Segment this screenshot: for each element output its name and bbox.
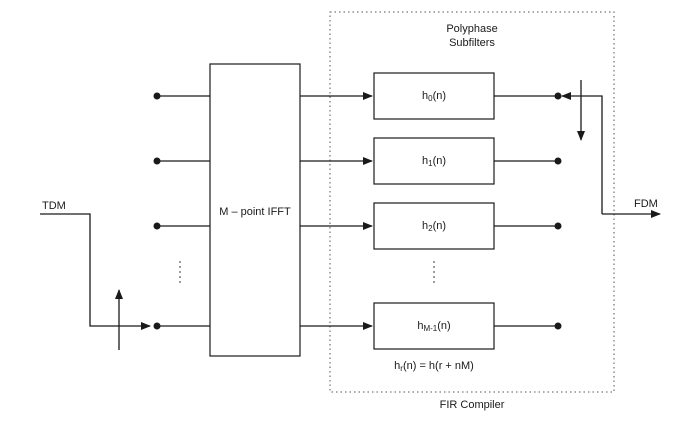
subfilter-boxes [373,72,495,350]
ifft-output-arrows [300,92,373,330]
filter-label-h0: h0(n) [421,90,447,103]
tdm-input-line [40,213,151,330]
filter-label-h2: h2(n) [421,220,447,233]
ifft-input-dots [153,92,161,330]
filter-ellipsis [433,261,435,283]
filter-output-dots [554,92,562,330]
ifft-label: M – point IFFT [219,206,291,218]
ifft-block [209,63,301,357]
polyphase-equation: hr(n) = h(r + nM) [394,360,474,373]
input-ellipsis [179,261,181,283]
subfilter-box-2 [373,202,495,250]
fdm-label: FDM [634,198,658,210]
fir-compiler-label: FIR Compiler [439,399,505,411]
polyphase-label-line1: Polyphase [446,23,498,35]
fir-compiler-region [329,11,615,393]
tdm-label: TDM [42,200,66,212]
ifft-input-lines [157,95,210,327]
polyphase-label-line2: Subfilters [449,37,495,49]
filter-label-hm1: hM-1(n) [417,320,451,333]
fdm-output-line [561,92,603,214]
filter-label-h1: h1(n) [421,155,447,168]
filter-output-lines [494,95,558,327]
